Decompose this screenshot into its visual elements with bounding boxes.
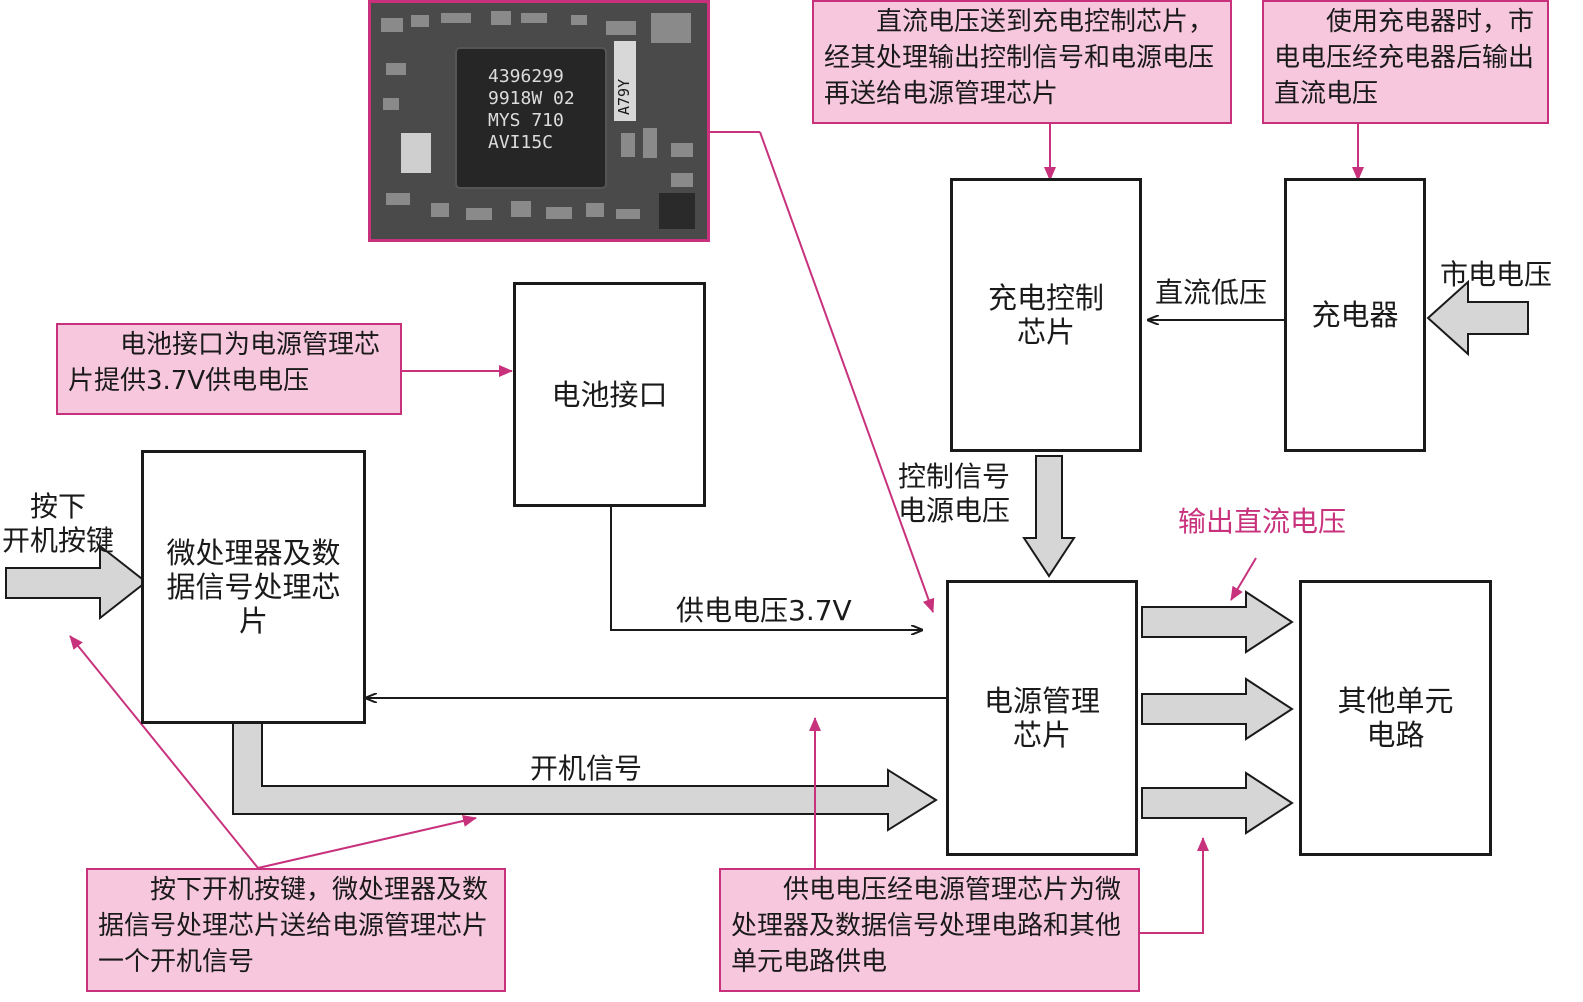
power-on-signal-arrow [232,722,938,832]
power-on-signal-label: 开机信号 [530,752,643,785]
cpu-label: 微处理器及数据信号处理芯片 [166,536,341,638]
charger-note: 使用充电器时，市电电压经充电器后输出直流电压 [1262,0,1549,124]
pmic-output-arrow-2 [1141,677,1294,741]
cpu-block: 微处理器及数据信号处理芯片 [141,450,366,724]
pmic-output-arrow-1 [1141,590,1294,654]
power-on-leader-left [69,635,259,869]
charge-chip-note: 直流电压送到充电控制芯片，经其处理输出控制信号和电源电压再送给电源管理芯片 [812,0,1232,124]
chip-photo: A79Y [368,0,710,242]
mains-voltage-label: 市电电压 [1440,258,1553,291]
chip-marking-3: MYS 710 [488,110,564,131]
pmic-block: 电源管理芯片 [946,580,1138,856]
pmic-label: 电源管理芯片 [983,684,1100,752]
power-key-arrow [5,543,148,621]
mains-input-arrow [1426,279,1529,357]
chip-side-marking: A79Y [615,79,633,115]
charger-label: 充电器 [1311,298,1399,332]
battery-interface-block: 电池接口 [513,282,706,507]
battery-note: 电池接口为电源管理芯片提供3.7V供电电压 [56,323,402,415]
battery-supply-connector [610,507,922,630]
chip-markings: 4396299 9918W 02 MYS 710 AVI15C [488,66,658,154]
supply-note: 供电电压经电源管理芯片为微处理器及数据信号处理电路和其他单元电路供电 [719,868,1140,992]
other-units-block: 其他单元电路 [1299,580,1492,856]
pmic-output-arrow-3 [1141,771,1294,835]
press-label: 按下 [30,490,87,523]
control-signal-label: 控制信号 [898,460,1011,493]
power-key-label: 开机按键 [2,524,115,557]
chip-marking-1: 4396299 [488,66,564,87]
charge-control-chip-label: 充电控制芯片 [987,281,1104,349]
chip-marking-2: 9918W 02 [488,88,575,109]
power-on-note: 按下开机按键，微处理器及数据信号处理芯片送给电源管理芯片一个开机信号 [86,868,506,992]
photo-leader-diagonal [759,131,935,613]
dc-out-leader [1230,557,1257,601]
power-on-leader-right [257,815,477,869]
supply-3v7-label: 供电电压3.7V [676,594,852,627]
pcb-image: A79Y [371,3,707,239]
charger-block: 充电器 [1284,178,1426,452]
charge-to-pmic-arrow [1022,455,1076,578]
supply-voltage-label: 电源电压 [898,494,1011,527]
other-units-label: 其他单元电路 [1337,684,1454,752]
dc-low-label: 直流低压 [1155,276,1268,309]
chip-marking-4: AVI15C [488,132,554,153]
battery-interface-label: 电池接口 [551,377,668,412]
supply-leader-right [1140,837,1209,934]
dc-output-label: 输出直流电压 [1178,505,1347,538]
charge-control-chip-block: 充电控制芯片 [950,178,1142,452]
